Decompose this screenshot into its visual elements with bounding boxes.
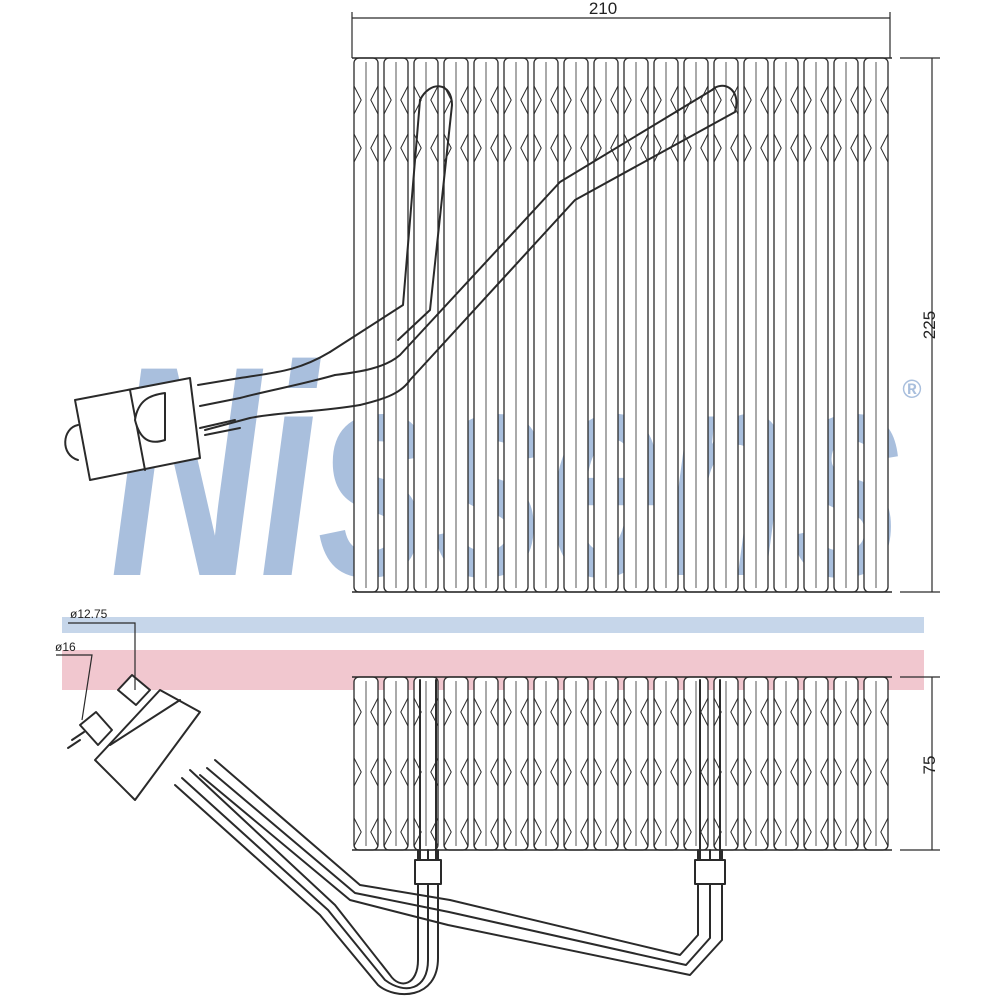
core-front-fin bbox=[743, 57, 769, 593]
connector-tube bbox=[199, 419, 241, 436]
core-front-fin bbox=[713, 57, 739, 593]
outer-diameter-label: ø12.75 bbox=[70, 607, 108, 621]
pipe-bend-lower-b bbox=[204, 404, 361, 431]
lower-connector-nipple-b bbox=[79, 711, 113, 746]
pipe-run-d bbox=[199, 774, 723, 976]
core-top-fin bbox=[623, 676, 649, 851]
pipe-bend-lower-a bbox=[197, 351, 331, 386]
evaporator-core-front-view bbox=[352, 57, 892, 593]
core-front-fin bbox=[383, 57, 409, 593]
fitting-left-stem bbox=[419, 679, 437, 861]
refrigerant-pipes-top-view bbox=[67, 674, 726, 996]
core-front-fin bbox=[653, 57, 679, 593]
core-front-fin bbox=[593, 57, 619, 593]
pipe-bend-lower-c bbox=[199, 374, 336, 407]
lower-connector-flange bbox=[94, 689, 201, 801]
fitting-right bbox=[694, 859, 726, 885]
connector-slot bbox=[134, 392, 166, 443]
refrigerant-pipes-front-view bbox=[64, 84, 738, 481]
core-top-fin bbox=[563, 676, 589, 851]
core-top-fin bbox=[473, 676, 499, 851]
dimension-annotations bbox=[56, 12, 940, 851]
core-top-fin bbox=[833, 676, 859, 851]
core-front-fin bbox=[863, 57, 889, 593]
outer-diameter-leader bbox=[68, 622, 136, 690]
core-front-fin bbox=[503, 57, 529, 593]
core-top-fin bbox=[803, 676, 829, 851]
connector-nipple bbox=[64, 424, 79, 461]
core-top-fin bbox=[743, 676, 769, 851]
core-top-fin bbox=[713, 676, 739, 851]
core-top-fin bbox=[383, 676, 409, 851]
inlet-pipe-upper bbox=[397, 85, 453, 341]
inlet-pipe-upper-inner bbox=[329, 99, 421, 353]
core-front-fin bbox=[533, 57, 559, 593]
outlet-pipe-long-inner bbox=[334, 89, 713, 376]
core-front-fin bbox=[833, 57, 859, 593]
fitting-left bbox=[414, 859, 442, 885]
core-top-fin bbox=[653, 676, 679, 851]
core-top-fin bbox=[353, 676, 379, 851]
width-label: 210 bbox=[589, 0, 617, 18]
registered-mark: ® bbox=[902, 374, 922, 404]
core-front-fin bbox=[773, 57, 799, 593]
core-front-fin bbox=[473, 57, 499, 593]
lower-connector-nipple-a bbox=[117, 674, 151, 706]
core-top-fin bbox=[503, 676, 529, 851]
inner-diameter-label: ø16 bbox=[55, 640, 76, 654]
depth-dimension-line bbox=[900, 676, 940, 851]
pipe-run-f bbox=[181, 777, 429, 990]
pipe-run-e bbox=[206, 767, 711, 966]
height-label: 225 bbox=[920, 311, 939, 339]
core-top-fin bbox=[773, 676, 799, 851]
pipe-run-a bbox=[189, 769, 419, 985]
core-top-fin bbox=[593, 676, 619, 851]
depth-label: 75 bbox=[920, 756, 939, 775]
core-top-fin bbox=[683, 676, 709, 851]
core-top-fin bbox=[443, 676, 469, 851]
height-dimension-line bbox=[900, 57, 940, 593]
pipe-run-b bbox=[174, 784, 439, 996]
core-top-fin bbox=[863, 676, 889, 851]
core-top-fin bbox=[413, 676, 439, 851]
core-front-fin bbox=[623, 57, 649, 593]
lower-connector-seam bbox=[109, 699, 181, 746]
core-front-fin bbox=[353, 57, 379, 593]
core-top-fin bbox=[533, 676, 559, 851]
outlet-pipe-long bbox=[359, 84, 738, 406]
inner-diameter-leader bbox=[56, 654, 93, 721]
lower-connector-tip bbox=[67, 731, 85, 749]
fitting-right-stem bbox=[699, 679, 721, 861]
evaporator-core-top-view bbox=[352, 676, 892, 851]
watermark-blue-stripe bbox=[62, 617, 924, 633]
core-front-fin bbox=[803, 57, 829, 593]
width-dimension-line bbox=[351, 12, 891, 58]
core-front-fin bbox=[563, 57, 589, 593]
pipe-run-c bbox=[214, 759, 699, 956]
